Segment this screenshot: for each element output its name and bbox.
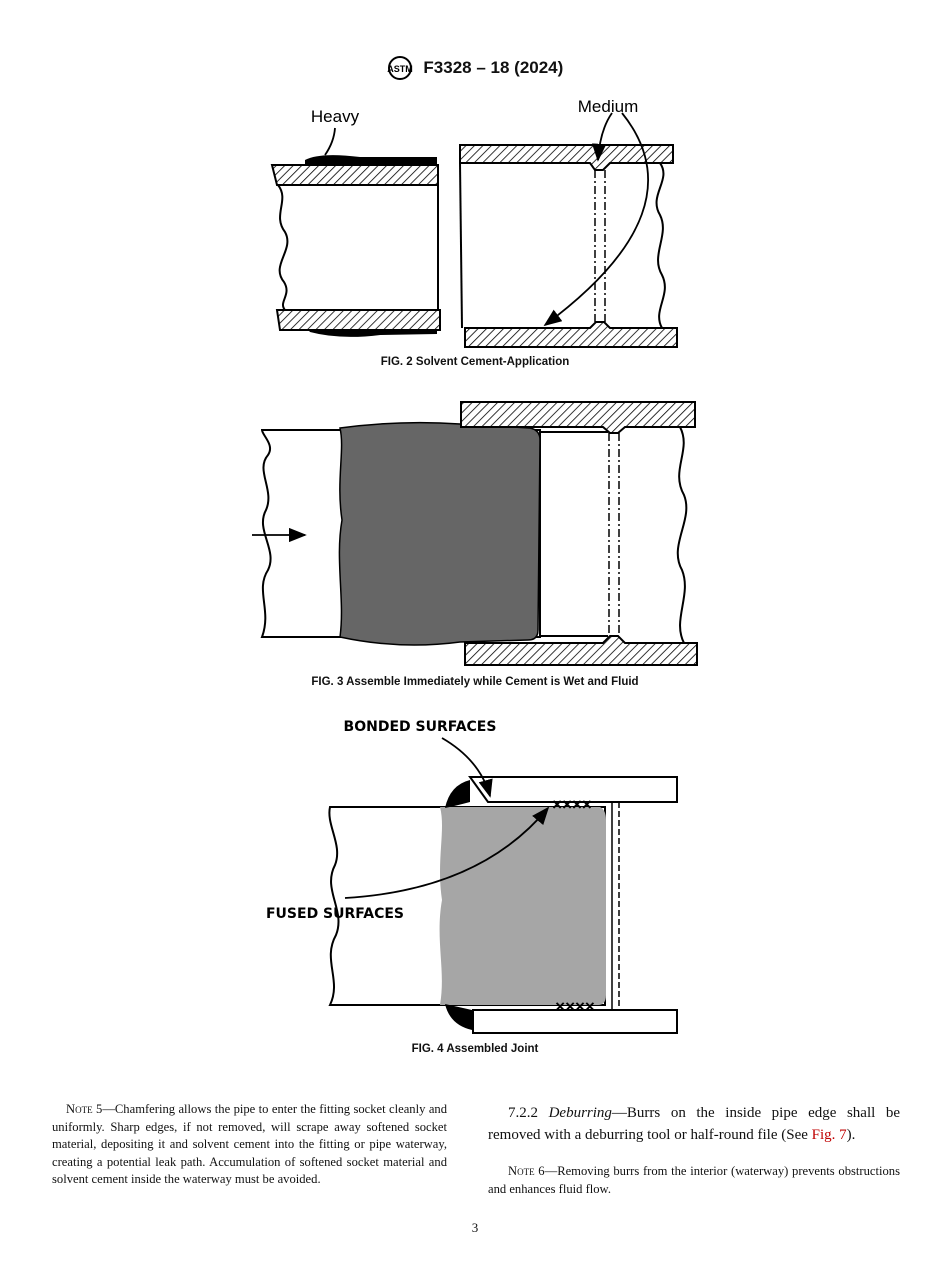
figure-3 xyxy=(252,401,698,666)
figure-2: Heavy Medium xyxy=(270,97,678,348)
label-bonded-surfaces: BONDED SURFACES xyxy=(344,719,497,735)
note-5: Note 5—Chamfering allows the pipe to ent… xyxy=(52,1101,447,1189)
figure-4-caption: FIG. 4 Assembled Joint xyxy=(411,1043,539,1055)
page-header: ASTM F3328 – 18 (2024) xyxy=(0,55,950,81)
section-7-2-2: 7.2.2 Deburring—Burrs on the inside pipe… xyxy=(488,1102,900,1146)
figure-4: ×××× ×××× BONDED SURFACES FUSED SURFACES xyxy=(266,719,678,1034)
section-text: —Burrs on the inside pipe edge shall be … xyxy=(488,1105,901,1143)
svg-text:ASTM: ASTM xyxy=(387,64,413,74)
note-6: Note 6—Removing burrs from the interior … xyxy=(488,1163,900,1198)
figure-3-caption: FIG. 3 Assemble Immediately while Cement… xyxy=(311,676,639,688)
label-medium: Medium xyxy=(578,97,638,116)
figures: Heavy Medium ××× xyxy=(252,97,698,1034)
note-5-text: —Chamfering allows the pipe to enter the… xyxy=(52,1102,447,1186)
figure-2-caption: FIG. 2 Solvent Cement-Application xyxy=(380,356,570,368)
note-6-label: Note 6 xyxy=(508,1164,545,1178)
note-5-label: Note 5 xyxy=(66,1102,103,1116)
fused-marks-bottom: ×××× xyxy=(555,997,595,1016)
section-number: 7.2.2 xyxy=(508,1105,538,1121)
standard-designation: F3328 – 18 (2024) xyxy=(423,58,564,77)
fitting-with-medium-cement xyxy=(459,112,678,348)
fig-7-link[interactable]: Fig. 7 xyxy=(811,1127,847,1143)
astm-logo-icon: ASTM xyxy=(387,56,413,80)
section-title: Deburring xyxy=(548,1105,612,1121)
pipe-with-heavy-cement xyxy=(270,155,441,337)
fused-marks-top: ×××× xyxy=(552,795,592,814)
page-number: 3 xyxy=(471,1220,479,1235)
label-heavy: Heavy xyxy=(311,107,360,126)
section-end: ). xyxy=(846,1127,856,1143)
note-6-text: —Removing burrs from the interior (water… xyxy=(488,1164,900,1196)
label-fused-surfaces: FUSED SURFACES xyxy=(266,906,404,922)
fused-cement-area xyxy=(439,807,606,1005)
wet-cement-area xyxy=(338,421,541,646)
